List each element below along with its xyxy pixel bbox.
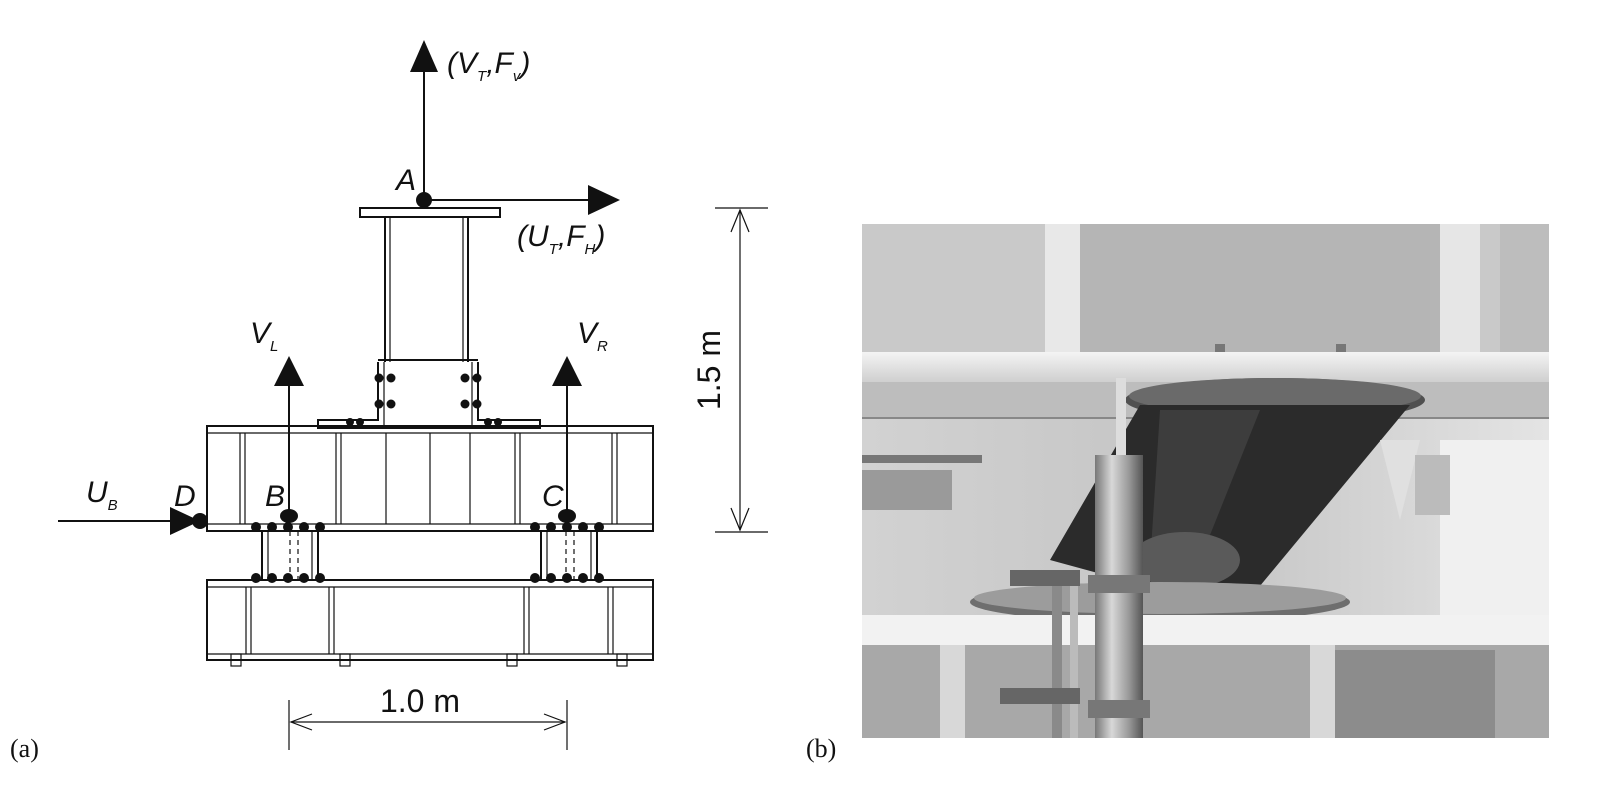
height-dimension: 1.5 m <box>691 207 768 533</box>
height-dimension-label: 1.5 m <box>691 330 727 410</box>
label-point-B: B <box>265 480 285 513</box>
vertical-column <box>384 217 469 362</box>
top-loading-plate <box>359 207 501 218</box>
label-point-D: D <box>174 480 196 513</box>
label-horizontal-top: (UT,FH) <box>517 220 605 258</box>
lower-beam <box>206 579 654 667</box>
label-vertical-top: (VT,Fv) <box>447 47 530 85</box>
point-B-marker <box>280 509 298 523</box>
label-base-horizontal: UB <box>86 476 118 514</box>
panel-b-photo: (b) <box>806 224 1549 763</box>
width-dimension: 1.0 m <box>288 683 568 750</box>
label-point-A: A <box>394 164 416 197</box>
label-left-vertical: VL <box>250 317 278 355</box>
arrow-base-horizontal <box>58 507 200 535</box>
arrow-right-vertical <box>552 356 582 515</box>
upper-beam <box>206 425 654 532</box>
label-right-vertical: VR <box>577 317 608 355</box>
arrow-vertical-top <box>410 40 438 200</box>
column-connection <box>317 359 541 429</box>
label-point-C: C <box>542 480 564 513</box>
point-C-marker <box>558 509 576 523</box>
arrow-horizontal-top <box>430 185 620 215</box>
point-D-marker <box>192 513 208 529</box>
arrow-left-vertical <box>274 356 304 515</box>
width-dimension-label: 1.0 m <box>380 683 460 719</box>
panel-a-diagram: (VT,Fv) A (UT,FH) VL VR UB D B C 1.5 m <box>10 40 768 763</box>
caption-a: (a) <box>10 734 39 763</box>
point-A-marker <box>416 192 432 208</box>
caption-b: (b) <box>806 734 836 763</box>
